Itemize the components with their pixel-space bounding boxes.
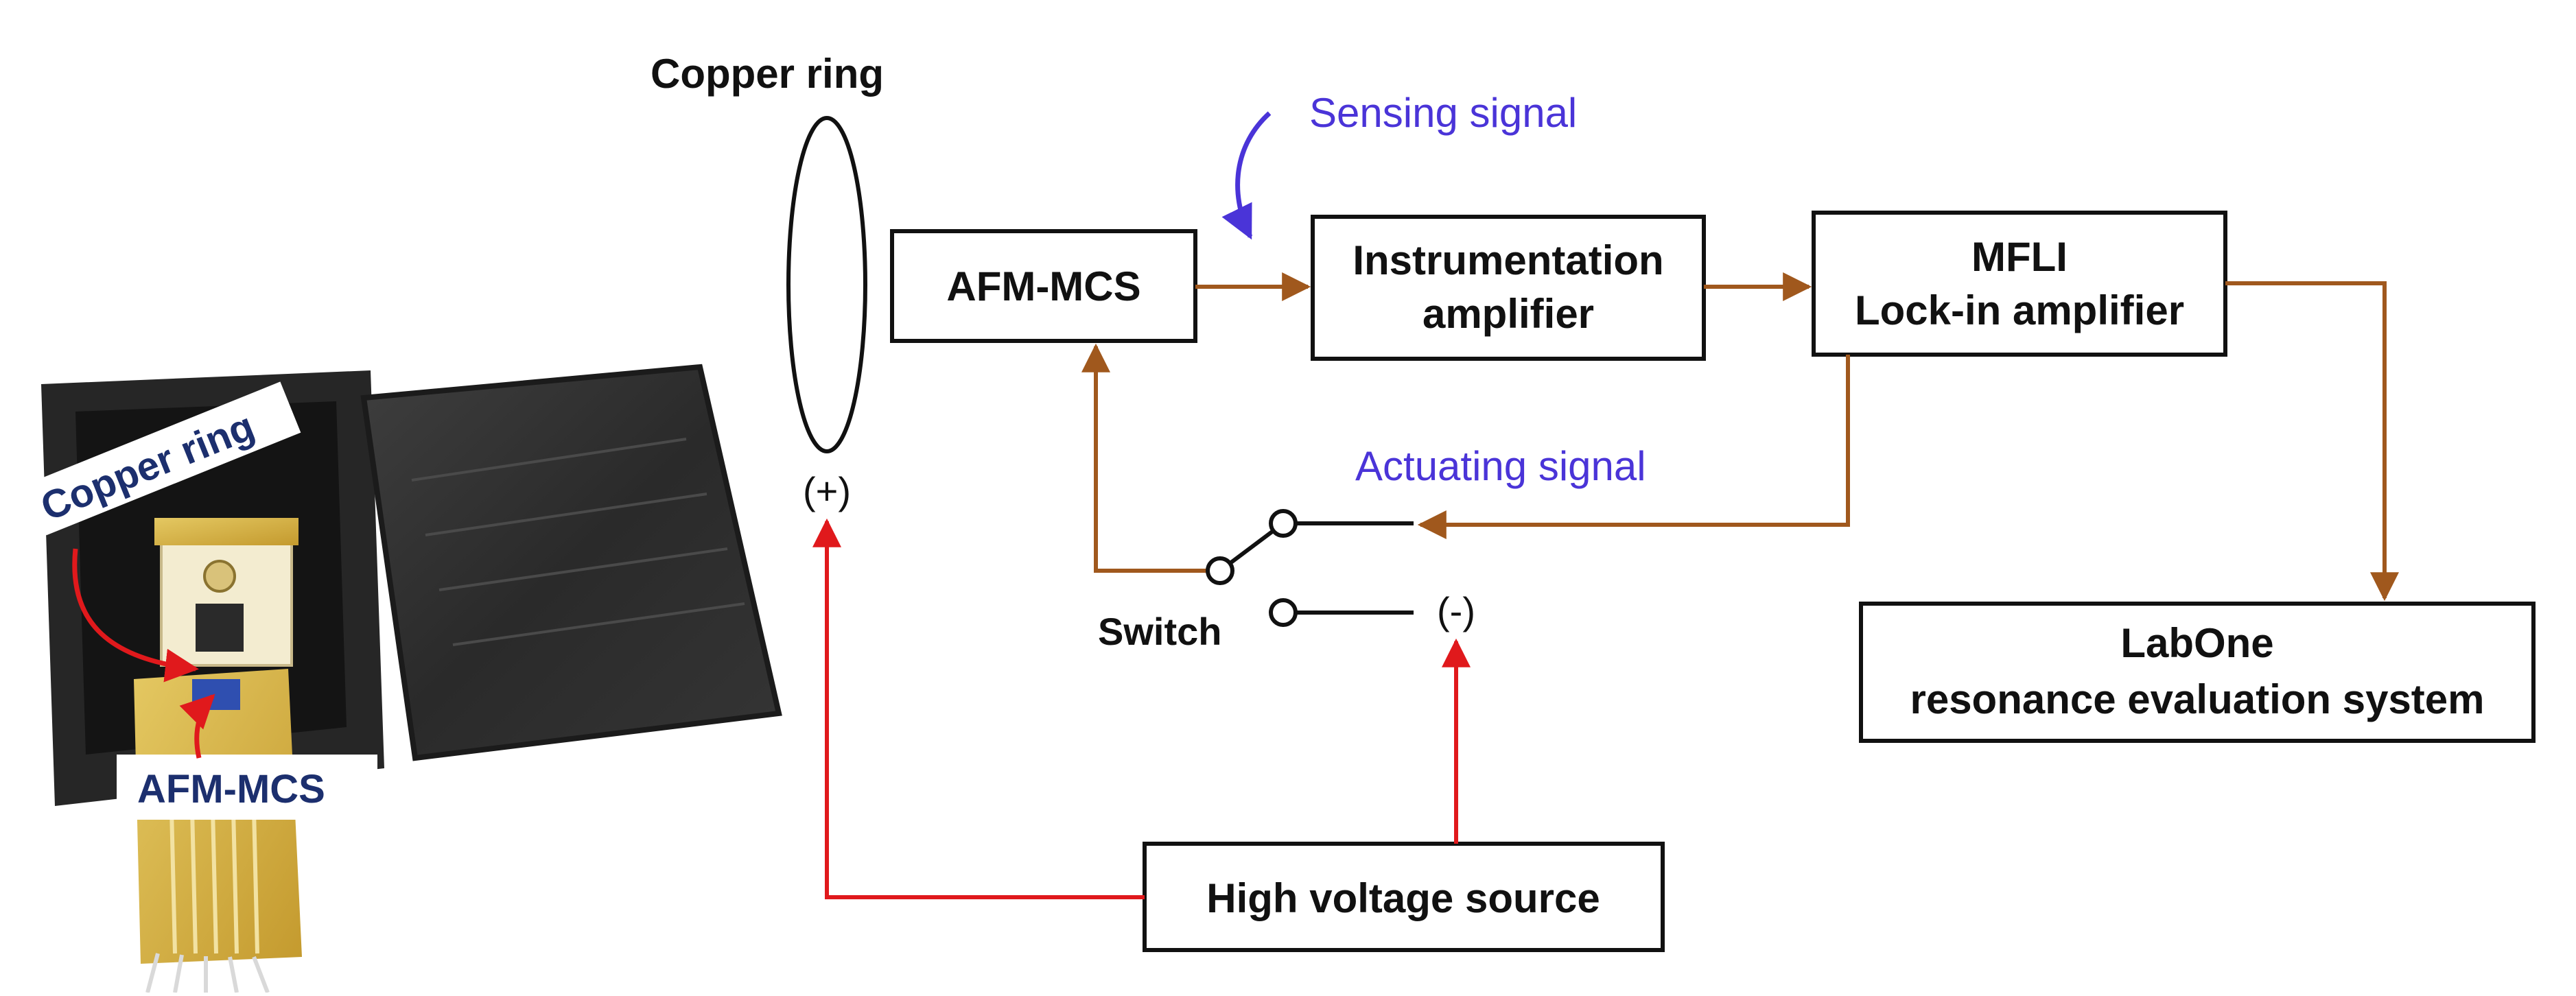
sensor-chip [192,679,240,710]
board-traces [169,809,259,954]
afm-mcs-box-label: AFM-MCS [946,263,1140,309]
high-voltage-source-box [1143,842,1665,952]
photo-copper-pointer-arrow [72,548,199,683]
board-wires [145,953,270,994]
high-voltage-source-label: High voltage source [1206,875,1600,921]
enclosure-lid [360,364,782,761]
switch-bottom-node [1269,598,1298,627]
photo-afm-pointer-arrow [179,693,215,759]
holder-top-board [154,518,298,545]
minus-terminal-label: (-) [1437,589,1475,632]
lid-texture [411,438,745,646]
mfli-label-line1: MFLI [1971,234,2068,280]
sensing-signal-arrow [1221,111,1272,240]
instrumentation-amplifier-box [1311,215,1706,361]
switch-pivot-node [1206,556,1234,585]
hv-to-plus-arrow [812,518,1145,899]
mfli-label-line2: Lock-in amplifier [1855,287,2184,333]
copper-ring-shape [786,116,867,453]
afm-mcs-box [890,229,1197,343]
holder-clamp [196,604,244,652]
switch-label: Switch [1098,610,1221,653]
instrumentation-amplifier-label-line2: amplifier [1422,291,1594,337]
switch-top-node [1269,509,1298,538]
labone-box [1859,602,2536,743]
mfli-to-labone-arrow [2225,281,2399,602]
actuating-signal-label: Actuating signal [1355,443,1646,489]
holder-screw [203,560,236,593]
switch-to-afm-arrow [1081,343,1220,573]
labone-label-line2: resonance evaluation system [1910,676,2484,722]
schematic: Copper ring (+) Sensing signal AFM-MCS I… [651,51,2536,952]
instrumentation-amplifier-label-line1: Instrumentation [1353,237,1663,283]
mfli-box [1812,211,2227,357]
photo-copper-ring-tag-bg [25,381,301,536]
device-photo: Copper ring AFM-MCS [25,364,782,994]
photo-afm-tag-bg [117,755,377,820]
sensing-signal-label: Sensing signal [1309,90,1577,136]
plus-terminal-label: (+) [803,469,851,512]
labone-label-line1: LabOne [2120,620,2273,666]
mfli-actuation-arrow [1417,355,1850,539]
photo-afm-label: AFM-MCS [137,767,325,811]
copper-ring-label: Copper ring [651,51,884,97]
